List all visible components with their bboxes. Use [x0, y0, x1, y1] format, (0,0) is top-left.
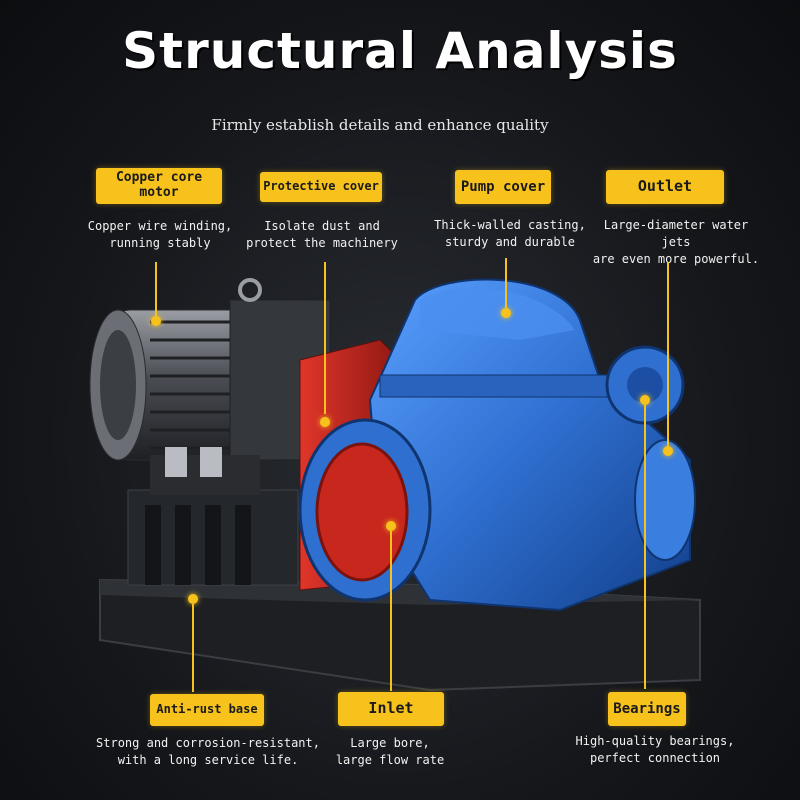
page-title: Structural Analysis [122, 22, 678, 80]
callout-line-bearings [644, 405, 646, 689]
callout-desc-base: Strong and corrosion-resistant, with a l… [96, 736, 320, 767]
callout-dot-pump [501, 308, 511, 318]
motor-body [89, 278, 331, 495]
callout-line-outlet [667, 262, 669, 448]
callout-desc-motor: Copper wire winding, running stably [87, 219, 233, 250]
callout-label-outlet: Outlet [606, 170, 724, 204]
callout-line-motor [155, 262, 157, 320]
callout-dot-inlet [386, 521, 396, 531]
callout-line-base [192, 604, 194, 692]
callout-line-pump [505, 258, 507, 310]
callout-label-bearings: Bearings [608, 692, 686, 726]
pump-casing [368, 278, 696, 612]
callout-dot-bearings [640, 395, 650, 405]
callout-dot-base [188, 594, 198, 604]
callout-line-inlet [390, 531, 392, 691]
callout-dot-cover [320, 417, 330, 427]
callout-label-base: Anti-rust base [150, 694, 264, 726]
callout-desc-pump: Thick-walled casting, sturdy and durable [434, 218, 586, 249]
callout-line-cover [324, 262, 326, 414]
callout-dot-motor [151, 316, 161, 326]
callout-label-pump: Pump cover [455, 170, 551, 204]
callout-label-motor: Copper core motor [96, 168, 222, 204]
callout-label-inlet: Inlet [338, 692, 444, 726]
callout-desc-bearings: High-quality bearings, perfect connectio… [575, 734, 735, 765]
callout-dot-outlet [663, 446, 673, 456]
callout-desc-cover: Isolate dust and protect the machinery [246, 219, 398, 250]
callout-label-cover: Protective cover [260, 172, 382, 202]
inlet-flange [298, 418, 432, 602]
callout-desc-outlet: Large-diameter water jets are even more … [592, 218, 760, 266]
callout-desc-inlet: Large bore, large flow rate [335, 736, 445, 767]
page-subtitle: Firmly establish details and enhance qua… [211, 116, 549, 134]
